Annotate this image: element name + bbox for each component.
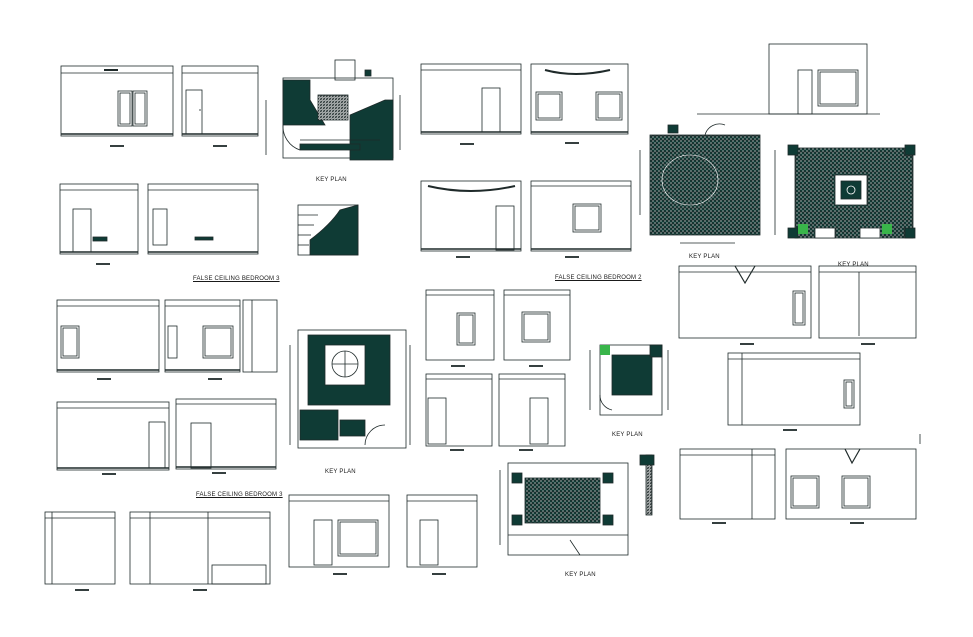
elevation-4 [147, 183, 259, 255]
elevation-8 [530, 180, 632, 258]
elevation-12 [727, 352, 861, 431]
elevation-26 [288, 494, 390, 575]
elevation-6 [530, 63, 629, 144]
false-ceiling-bedroom-3-title-2: FALSE CEILING BEDROOM 3 [196, 492, 283, 498]
false-ceiling-bedroom-3-title-1: FALSE CEILING BEDROOM 3 [193, 276, 280, 282]
elevation-7 [420, 180, 522, 258]
elevation-24 [44, 511, 116, 591]
elevation-22 [425, 373, 493, 451]
section-detail [297, 204, 359, 256]
elevation-14 [785, 434, 921, 524]
elevation-27 [406, 494, 478, 575]
elevation-1 [60, 65, 174, 147]
key-plan-label-5: KEY PLAN [325, 469, 356, 475]
key-plan-label-2: KEY PLAN [689, 254, 720, 260]
elevation-2 [181, 65, 259, 147]
elevation-15 [56, 299, 160, 380]
elevation-16 [164, 299, 241, 380]
key-plan-label-6: KEY PLAN [565, 572, 596, 578]
key-plan-2 [289, 329, 411, 449]
elevation-9 [697, 43, 880, 115]
elevation-18 [56, 401, 170, 475]
false-ceiling-bedroom-2-title: FALSE CEILING BEDROOM 2 [555, 275, 642, 281]
key-plan-1 [265, 59, 401, 161]
elevation-23 [498, 373, 566, 451]
key-plan-label-4: KEY PLAN [612, 432, 643, 438]
elevation-25 [129, 511, 271, 591]
key-plan-3 [589, 344, 669, 416]
elevation-13 [679, 448, 776, 524]
ceiling-plan-1 [639, 123, 761, 244]
elevation-11 [818, 265, 917, 345]
elevation-5 [420, 63, 522, 145]
elevation-17 [242, 299, 278, 373]
elevation-21 [503, 289, 571, 367]
elevation-10 [678, 265, 812, 345]
elevation-3 [59, 183, 139, 265]
key-plan-4 [499, 454, 655, 556]
elevation-19 [175, 398, 277, 474]
ceiling-plan-2 [774, 144, 916, 239]
key-plan-label-1: KEY PLAN [316, 177, 347, 183]
elevation-20 [425, 289, 495, 367]
key-plan-label-3: KEY PLAN [838, 262, 869, 268]
